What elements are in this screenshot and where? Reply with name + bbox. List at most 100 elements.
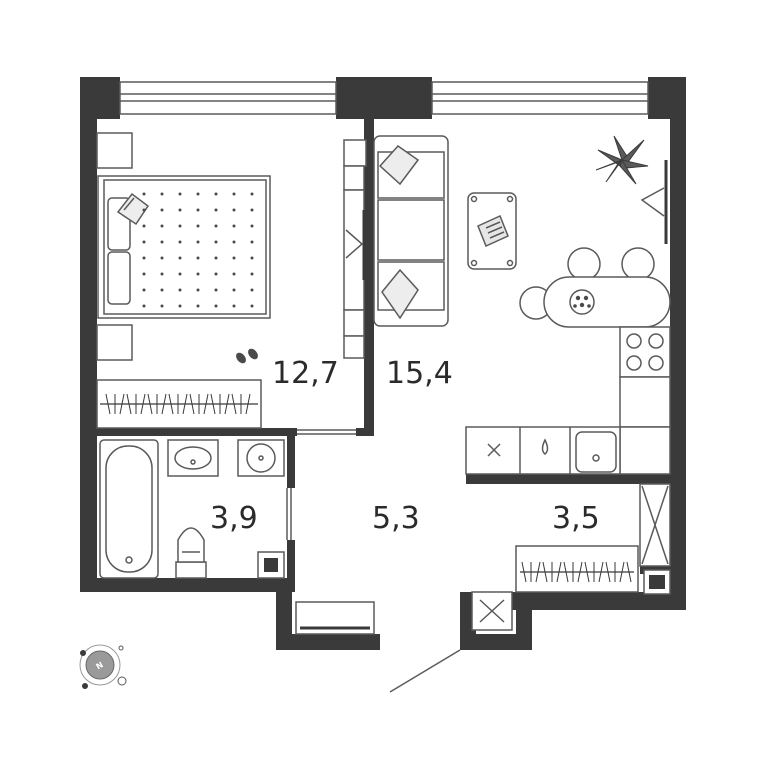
bedroom-wardrobe: [96, 379, 262, 429]
bed-dot: [250, 192, 254, 196]
living-window: [431, 81, 649, 115]
cushion-icon: [378, 145, 420, 186]
bed-dot: [160, 208, 164, 212]
hanger: [182, 393, 188, 415]
bed-dot: [160, 192, 164, 196]
cushion-icon: [381, 268, 419, 320]
bed-dot: [196, 272, 200, 276]
hanger: [161, 393, 167, 415]
bed-dot: [142, 288, 146, 292]
bed-dot: [178, 240, 182, 244]
bed-dot: [250, 272, 254, 276]
bed-dot: [142, 256, 146, 260]
bed-dot: [232, 240, 236, 244]
double-bed: [97, 175, 271, 319]
pillow-icon: [116, 192, 150, 226]
bed-dot: [232, 256, 236, 260]
slippers-icon: [236, 348, 258, 364]
bed-dot: [178, 304, 182, 308]
area-label-living: 15,4: [386, 356, 453, 391]
compass-north-label: N: [95, 660, 105, 671]
hanger: [556, 561, 562, 583]
bed-dot: [178, 288, 182, 292]
bathroom-shaft: [257, 551, 285, 579]
kitchen-counter: [465, 426, 621, 475]
hanger: [626, 561, 632, 583]
hanger: [535, 561, 541, 583]
bed-dot: [250, 240, 254, 244]
hanger: [210, 393, 216, 415]
bed-dot: [196, 192, 200, 196]
bed-dot: [214, 272, 218, 276]
bed-dots: [142, 192, 254, 308]
toilet: [175, 527, 207, 579]
drop-icon: [541, 438, 549, 455]
hanger: [224, 393, 230, 415]
storage: [515, 483, 671, 595]
bed-dot: [250, 256, 254, 260]
windows: [119, 81, 649, 115]
bed-dot: [178, 192, 182, 196]
bed-dot: [196, 208, 200, 212]
book-icon: [477, 214, 509, 248]
area-labels: 12,7 15,4 3,9 5,3 3,5: [210, 356, 600, 536]
bathroom: [99, 439, 292, 579]
nightstand-bottom: [96, 324, 133, 361]
area-label-storage: 3,5: [552, 501, 600, 536]
bed-dot: [178, 224, 182, 228]
bed-dot: [142, 192, 146, 196]
bed-dot: [196, 288, 200, 292]
storage-shaft: [643, 569, 671, 595]
bed-dot: [196, 304, 200, 308]
area-label-hallway: 5,3: [372, 501, 420, 536]
walls: [80, 77, 686, 650]
storage-wardrobe: [515, 545, 639, 593]
coffee-table: [467, 192, 517, 270]
bed-dot: [232, 272, 236, 276]
hanger: [598, 561, 604, 583]
bed-dot: [250, 288, 254, 292]
compass-icon: N: [79, 644, 127, 689]
bed-dot: [250, 208, 254, 212]
bed-dot: [160, 272, 164, 276]
bed-dot: [160, 256, 164, 260]
hanger: [119, 393, 125, 415]
living-kitchen: [373, 135, 671, 475]
plant-icon: [595, 135, 649, 185]
washing-machine: [237, 439, 285, 477]
bed-dot: [142, 240, 146, 244]
hanger: [521, 561, 527, 583]
dishwasher-icon: [487, 443, 501, 457]
bed-dot: [178, 256, 182, 260]
bedroom: [96, 132, 367, 429]
bedroom-doorway: [297, 429, 356, 435]
stove-icon: [626, 333, 664, 371]
hanger: [231, 393, 237, 415]
bed-dot: [196, 224, 200, 228]
hallway: [295, 429, 513, 693]
nightstand-top: [96, 132, 133, 169]
fruit-bowl-icon: [569, 289, 595, 315]
ventilation-box: [471, 591, 513, 631]
dining-table: [519, 247, 671, 328]
bedroom-window: [119, 81, 337, 115]
bed-dot: [142, 272, 146, 276]
storage-cabinet: [639, 483, 671, 567]
bed-dot: [142, 304, 146, 308]
hanger: [140, 393, 146, 415]
hanger: [563, 561, 569, 583]
bed-dot: [214, 240, 218, 244]
hanger: [168, 393, 174, 415]
bed-dot: [232, 224, 236, 228]
bed-dot: [214, 224, 218, 228]
bathroom-door: [286, 488, 292, 540]
hanger: [619, 561, 625, 583]
bed-dot: [214, 288, 218, 292]
bed-dot: [214, 304, 218, 308]
hanger: [584, 561, 590, 583]
bed-dot: [250, 224, 254, 228]
hallway-cabinet: [295, 601, 375, 635]
area-label-bathroom: 3,9: [210, 501, 258, 536]
sink-icon: [575, 431, 617, 473]
